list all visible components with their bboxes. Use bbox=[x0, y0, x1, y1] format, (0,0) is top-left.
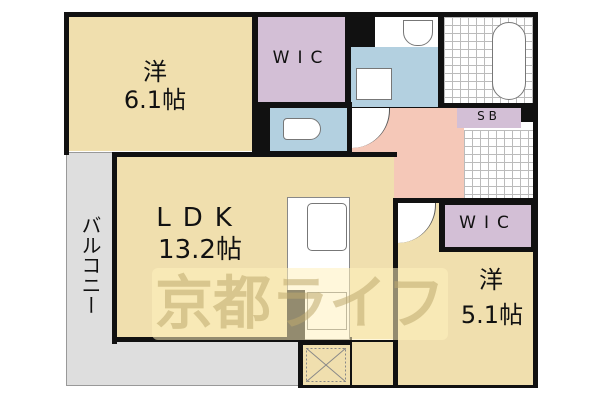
corridor bbox=[352, 342, 394, 385]
wic-2 bbox=[445, 205, 531, 247]
western-room-2-size: 5.1帖 bbox=[460, 301, 524, 329]
wic-1 bbox=[258, 17, 345, 102]
shoe-box-label: SB bbox=[477, 109, 501, 123]
washing-machine-icon bbox=[356, 68, 392, 100]
western-room-1-type: 洋 bbox=[143, 58, 167, 86]
balcony-label: バルコニー bbox=[78, 215, 102, 315]
western-room-2-type: 洋 bbox=[479, 266, 503, 294]
outer-wall-left bbox=[64, 12, 69, 155]
wic-2-label: WIC bbox=[459, 213, 517, 233]
western-room-1 bbox=[69, 17, 252, 151]
ldk-type: LDK bbox=[156, 203, 244, 233]
shoe-box bbox=[457, 108, 521, 128]
bathtub-icon bbox=[492, 22, 526, 100]
watermark: 京都ライフ bbox=[155, 269, 446, 337]
storage-cross-icon bbox=[306, 348, 346, 382]
western-room-1-size: 6.1帖 bbox=[123, 86, 187, 114]
washbasin-icon bbox=[403, 20, 433, 46]
sink-icon bbox=[307, 203, 347, 251]
ldk-size: 13.2帖 bbox=[158, 235, 242, 265]
toilet-icon bbox=[283, 118, 321, 140]
wic-1-label: WIC bbox=[272, 48, 331, 68]
wall bbox=[112, 152, 117, 344]
watermark-background bbox=[152, 268, 448, 340]
wall bbox=[112, 152, 397, 157]
